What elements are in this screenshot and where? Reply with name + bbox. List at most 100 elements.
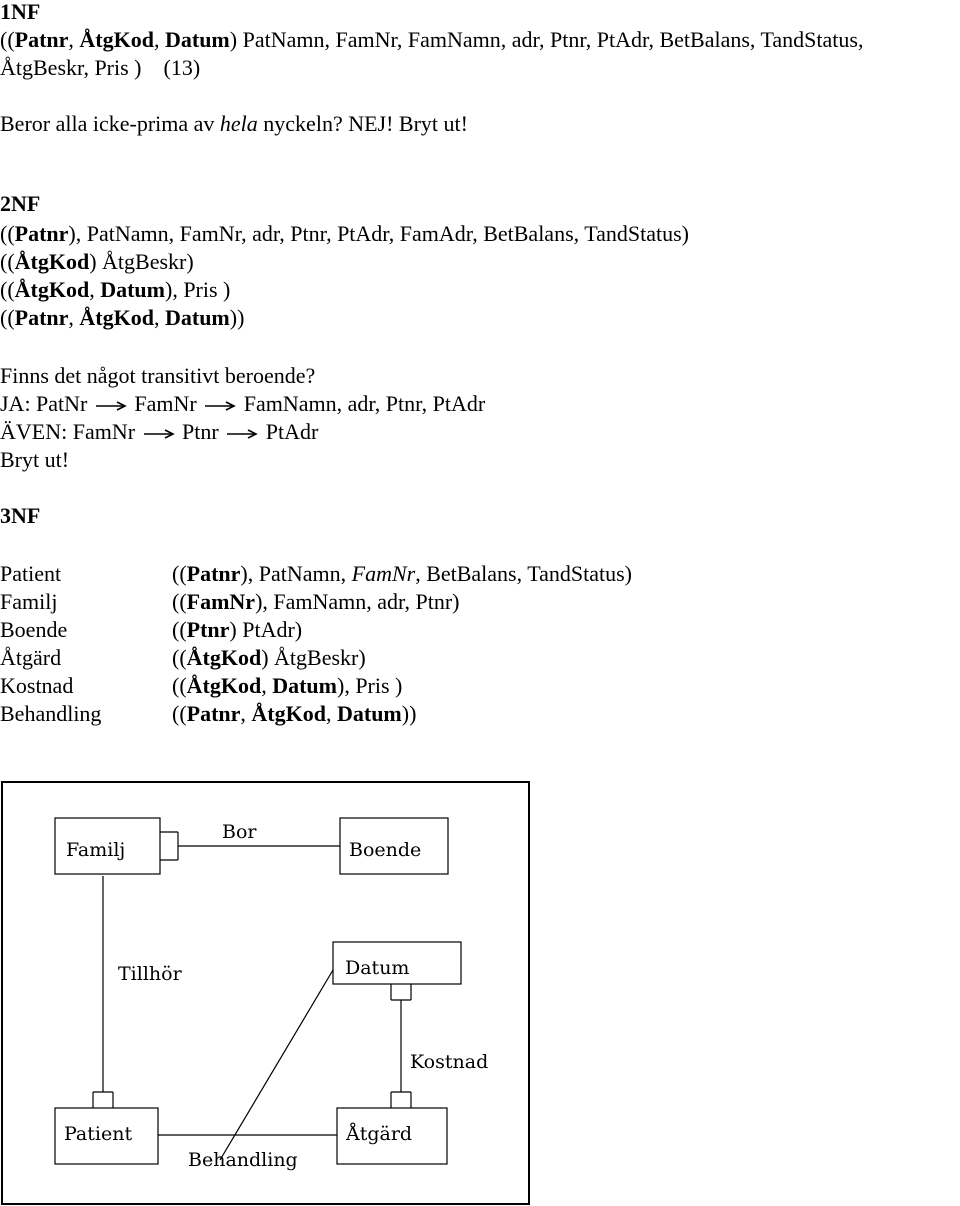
entity-patient: Patient — [54, 1107, 159, 1165]
relationship-label-kostnad: Kostnad — [410, 1051, 488, 1073]
er-diagram: Familj Boende Datum Patient Åtgärd Bor T… — [1, 781, 530, 1205]
nf1-relation-line1: ((Patnr, ÅtgKod, Datum) PatNamn, FamNr, … — [0, 26, 863, 54]
separator: , — [89, 277, 101, 302]
separator: , — [68, 305, 80, 330]
attributes: ) ÅtgBeskr) — [261, 645, 366, 670]
nf1-relation-line2: ÅtgBeskr, Pris ) (13) — [0, 55, 201, 80]
table-schema: ((ÅtgKod, Datum), Pris ) — [172, 672, 402, 700]
key-attribute: Patnr — [186, 701, 241, 726]
text: Beror alla icke-prima av — [0, 111, 220, 136]
table-schema: ((FamNr), FamNamn, adr, Ptnr) — [172, 588, 460, 616]
table-schema: ((Ptnr) PtAdr) — [172, 616, 302, 644]
text: Ptnr — [182, 419, 219, 444]
key-attribute: Patnr — [186, 561, 241, 586]
attributes: ) ÅtgBeskr) — [89, 249, 194, 274]
paren: (( — [0, 27, 15, 52]
table-name: Familj — [0, 589, 58, 614]
key-attribute: ÅtgKod — [251, 701, 326, 726]
key-attribute: ÅtgKod — [186, 673, 262, 698]
relationship-label-bor: Bor — [222, 821, 257, 843]
table-schema: ((Patnr, ÅtgKod, Datum)) — [172, 700, 416, 728]
paren: (( — [172, 701, 187, 726]
attributes: )) — [229, 305, 245, 330]
paren: (( — [0, 221, 15, 246]
attributes: ) PtAdr) — [229, 617, 303, 642]
attributes: ) PatNamn, FamNr, FamNamn, adr, Ptnr, Pt… — [229, 27, 864, 52]
paren: (( — [0, 305, 15, 330]
entity-familj: Familj — [54, 817, 161, 875]
table-name: Boende — [0, 617, 68, 642]
paren: (( — [0, 277, 15, 302]
many-marker-icon — [390, 984, 412, 1001]
paren: (( — [172, 589, 187, 614]
separator: , — [153, 305, 165, 330]
entity-datum: Datum — [332, 941, 462, 985]
key-attribute: Patnr — [14, 221, 69, 246]
text: FamNr — [134, 391, 197, 416]
nf2-relation-1: ((Patnr), PatNamn, FamNr, adr, Ptnr, PtA… — [0, 220, 689, 248]
paren: (( — [172, 617, 187, 642]
attributes: ), Pris ) — [337, 673, 403, 698]
key-attribute: Patnr — [14, 27, 69, 52]
attributes: ), PatNamn, FamNr, adr, Ptnr, PtAdr, Fam… — [68, 221, 690, 246]
relationship-label-tillhor: Tillhör — [118, 963, 183, 985]
nf2-dependency-ja: JA: PatNr FamNr FamNamn, adr, Ptnr, PtAd… — [0, 390, 485, 418]
table-schema: ((ÅtgKod) ÅtgBeskr) — [172, 644, 366, 672]
nf2-conclusion: Bryt ut! — [0, 447, 70, 472]
key-attribute: FamNr — [186, 589, 256, 614]
text: ÄVEN: FamNr — [0, 419, 136, 444]
key-attribute: ÅtgKod — [79, 305, 154, 330]
separator: , — [240, 701, 252, 726]
table-name: Åtgärd — [0, 645, 62, 670]
separator: , — [325, 701, 337, 726]
many-marker-icon — [92, 1091, 114, 1108]
nf3-heading: 3NF — [0, 503, 41, 528]
attributes: , BetBalans, TandStatus) — [415, 561, 632, 586]
key-attribute: Ptnr — [186, 617, 230, 642]
separator: , — [68, 27, 80, 52]
attributes: )) — [401, 701, 417, 726]
separator: , — [261, 673, 273, 698]
entity-label: Datum — [345, 957, 409, 979]
arrow-right-icon — [224, 428, 260, 440]
entity-label: Boende — [349, 839, 421, 861]
table-name: Kostnad — [0, 673, 74, 698]
entity-label: Patient — [64, 1123, 132, 1145]
arrow-right-icon — [202, 400, 238, 412]
emphasis: hela — [219, 111, 258, 136]
nf2-heading: 2NF — [0, 191, 41, 216]
key-attribute: Datum — [336, 701, 402, 726]
table-name: Patient — [0, 561, 62, 586]
relationship-label-behandling: Behandling — [188, 1149, 298, 1171]
nf2-question: Finns det något transitivt beroende? — [0, 363, 316, 388]
nf2-relation-2: ((ÅtgKod) ÅtgBeskr) — [0, 248, 194, 276]
key-attribute: Datum — [100, 277, 165, 302]
paren: (( — [0, 249, 15, 274]
entity-atgard: Åtgärd — [336, 1107, 448, 1165]
foreign-key-attribute: FamNr — [351, 561, 416, 586]
entity-label: Familj — [66, 839, 125, 861]
many-marker-icon — [390, 1091, 412, 1108]
text: JA: PatNr — [0, 391, 88, 416]
entity-boende: Boende — [339, 817, 449, 875]
attributes: ), Pris ) — [165, 277, 231, 302]
paren: (( — [172, 673, 187, 698]
text: PtAdr — [265, 419, 319, 444]
relationship-line-datum — [219, 969, 334, 1161]
many-marker-icon — [160, 831, 179, 861]
key-attribute: ÅtgKod — [14, 249, 90, 274]
paren: (( — [172, 645, 187, 670]
key-attribute: Patnr — [14, 305, 69, 330]
nf2-relation-3: ((ÅtgKod, Datum), Pris ) — [0, 276, 230, 304]
key-attribute: ÅtgKod — [14, 277, 90, 302]
text: nyckeln? NEJ! Bryt ut! — [257, 111, 468, 136]
arrow-right-icon — [141, 428, 177, 440]
nf2-dependency-aven: ÄVEN: FamNr Ptnr PtAdr — [0, 418, 318, 446]
key-attribute: Datum — [164, 27, 230, 52]
attributes: ), FamNamn, adr, Ptnr) — [255, 589, 460, 614]
entity-label: Åtgärd — [345, 1123, 412, 1145]
nf1-heading: 1NF — [0, 0, 41, 24]
key-attribute: Datum — [164, 305, 230, 330]
table-name: Behandling — [0, 701, 102, 726]
key-attribute: Datum — [272, 673, 337, 698]
